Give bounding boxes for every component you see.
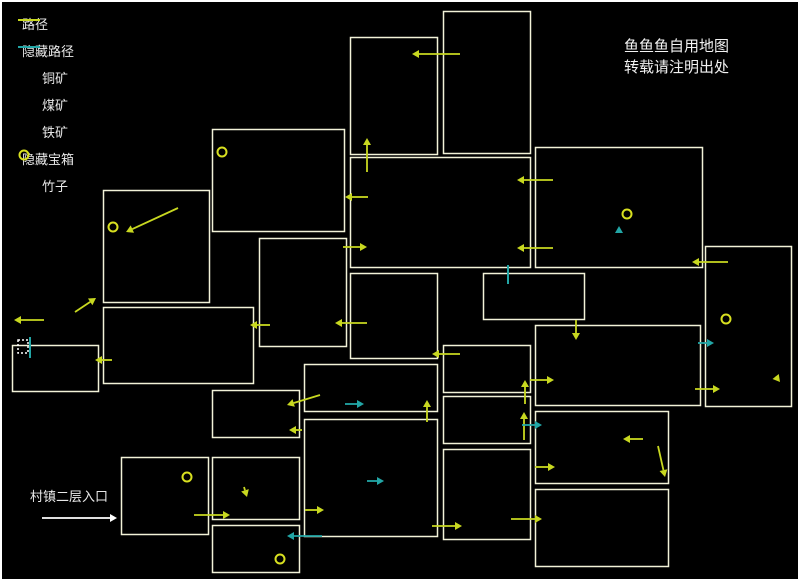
path-arrow-icon <box>126 208 178 233</box>
map-room <box>213 130 345 232</box>
path-arrow-icon <box>345 193 368 201</box>
legend-item-copper: 铜矿 <box>16 67 68 87</box>
path-arrow-icon <box>432 522 462 530</box>
legend-label: 煤矿 <box>42 95 68 114</box>
hidden-path-arrow-icon <box>615 226 623 233</box>
iron-ore-icon <box>16 124 36 138</box>
map-room <box>305 365 438 412</box>
map-room <box>536 490 669 567</box>
map-room <box>213 391 300 438</box>
credit-line-2: 转载请注明出处 <box>624 57 729 78</box>
legend-label: 竹子 <box>42 176 68 195</box>
legend-item-coal: 煤矿 <box>16 94 68 114</box>
map-room <box>104 308 254 384</box>
legend-label: 铁矿 <box>42 122 68 141</box>
map-room <box>444 12 531 154</box>
map-room <box>444 346 531 393</box>
path-arrow-icon <box>520 412 528 440</box>
hidden-chest-ring-icon <box>16 148 40 162</box>
hidden-chest-ring-icon <box>623 210 632 219</box>
path-arrow-icon <box>432 350 460 358</box>
copper-ore-icon <box>16 70 36 84</box>
map-room <box>213 458 300 520</box>
map-room <box>536 412 669 484</box>
coal-ore-icon <box>16 97 36 111</box>
path-arrow-icon <box>695 385 720 393</box>
hidden-chest-ring-icon <box>218 148 227 157</box>
path-arrow-icon <box>535 463 555 471</box>
entrance-label: 村镇二层入口 <box>30 486 108 505</box>
hidden-door-marker <box>18 340 28 353</box>
hidden-path-arrow-icon <box>522 421 542 429</box>
hidden-path-arrow-icon <box>367 477 384 485</box>
map-room <box>536 148 703 268</box>
path-arrow-icon <box>623 435 643 443</box>
legend-item-path: 路径 <box>16 13 48 33</box>
path-arrow-icon <box>511 515 542 523</box>
hidden-chest-ring-icon <box>183 473 192 482</box>
credit-line-1: 鱼鱼鱼自用地图 <box>624 36 729 57</box>
map-room <box>536 326 701 406</box>
legend-item-hidden-path: 隐藏路径 <box>16 40 74 60</box>
map-room <box>122 458 209 535</box>
hidden-path-arrow-icon <box>345 400 364 408</box>
map-room <box>351 158 531 268</box>
path-arrow-icon <box>572 320 580 340</box>
map-room <box>213 526 300 573</box>
path-arrow-icon <box>305 506 324 514</box>
map-room <box>104 191 210 303</box>
path-arrow-icon <box>530 376 554 384</box>
legend-label: 铜矿 <box>42 68 68 87</box>
hidden-chest-ring-icon <box>722 315 731 324</box>
hidden-chest-ring-icon <box>109 223 118 232</box>
map-room <box>444 397 531 444</box>
map-room <box>351 38 438 155</box>
map-room <box>260 239 347 347</box>
map-room <box>484 274 585 320</box>
path-arrow-icon <box>14 316 44 324</box>
bamboo-icon <box>16 178 36 192</box>
path-arrow-icon <box>412 50 460 58</box>
path-arrow-icon <box>658 446 667 477</box>
legend-item-chest: 隐藏宝箱 <box>16 148 74 168</box>
path-arrow-icon <box>287 395 320 407</box>
path-arrow-icon <box>241 487 249 497</box>
path-arrow-icon <box>692 258 728 266</box>
map-room <box>351 274 438 359</box>
entrance-arrow-icon <box>42 514 117 522</box>
hidden-path-arrow-icon <box>16 40 40 54</box>
map-credit: 鱼鱼鱼自用地图 转载请注明出处 <box>624 36 729 78</box>
path-arrow-icon <box>75 298 96 312</box>
legend-item-iron: 铁矿 <box>16 121 68 141</box>
map-room <box>706 247 792 407</box>
path-arrow-icon <box>773 374 780 382</box>
legend-item-bamboo: 竹子 <box>16 175 68 195</box>
path-arrow-icon <box>16 13 40 27</box>
hidden-chest-ring-icon <box>276 555 285 564</box>
map-room <box>305 420 438 537</box>
